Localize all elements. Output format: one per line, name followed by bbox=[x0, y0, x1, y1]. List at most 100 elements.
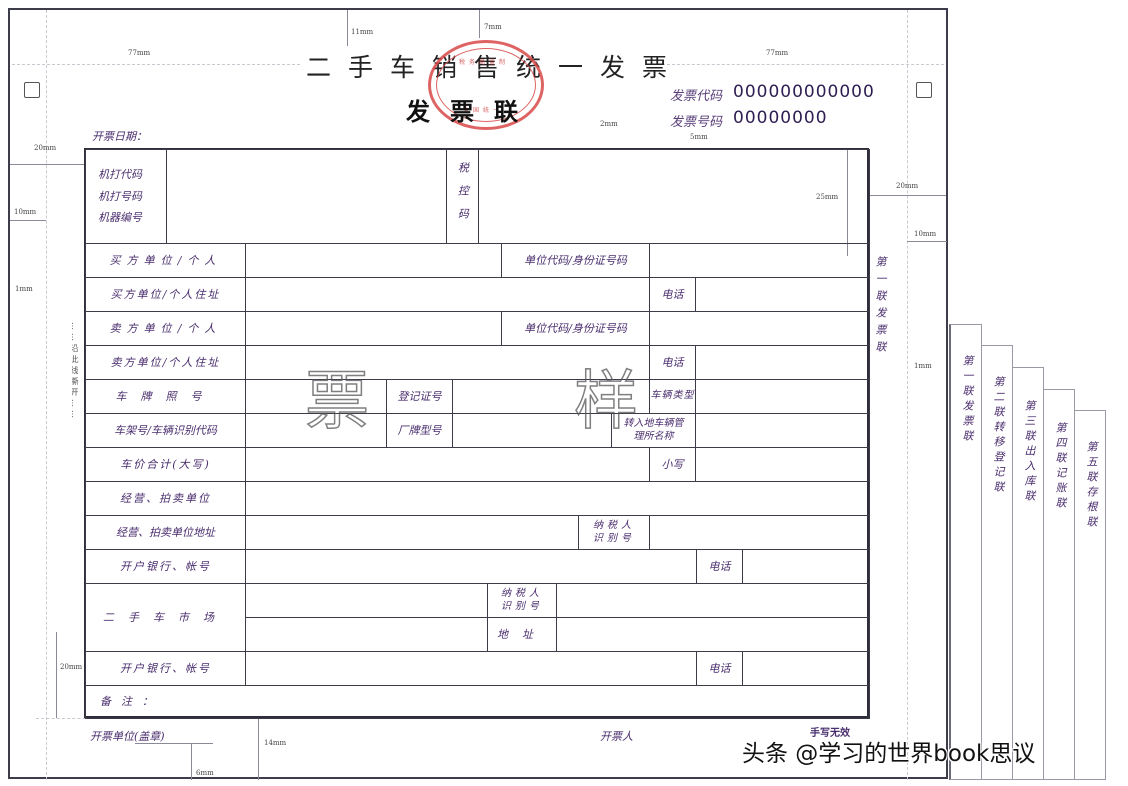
buyer-id-label: 单位代码/身份证号码 bbox=[501, 243, 650, 278]
seller-id-label: 单位代码/身份证号码 bbox=[501, 311, 650, 346]
market-address-input[interactable] bbox=[556, 617, 870, 652]
tax-control-code-input[interactable] bbox=[478, 149, 870, 244]
auction-address-input[interactable] bbox=[245, 515, 579, 550]
phone-1-input[interactable] bbox=[742, 549, 870, 584]
seller-address-label: 卖方单位/个人住址 bbox=[85, 345, 246, 380]
dim-footer-sign: 6mm bbox=[196, 769, 214, 777]
invoice-subtitle: 发票联 bbox=[406, 97, 538, 126]
buyer-id-input[interactable] bbox=[649, 243, 870, 278]
price-lower-label: 小写 bbox=[649, 447, 696, 482]
dim-tax-height-line bbox=[847, 150, 848, 256]
registration-checkbox-right[interactable] bbox=[916, 82, 932, 98]
bank-account-2-input[interactable] bbox=[245, 651, 697, 686]
seller-input[interactable] bbox=[245, 311, 502, 346]
dim-left-inner: 10mm bbox=[14, 208, 37, 216]
seller-id-input[interactable] bbox=[649, 311, 870, 346]
buyer-input[interactable] bbox=[245, 243, 502, 278]
credit-watermark: 头条 @学习的世界book思议 bbox=[742, 741, 1036, 767]
perforation-line: ……沿此线撕开…… bbox=[72, 322, 79, 421]
buyer-address-input[interactable] bbox=[245, 277, 650, 312]
market-label: 二手车市场 bbox=[85, 583, 246, 652]
copy-label-5: 第五联存根联 bbox=[1085, 441, 1098, 531]
machine-values-input[interactable] bbox=[166, 149, 447, 244]
copy-sheet-2: 第二联转移登记联 bbox=[980, 345, 1013, 780]
copy-sheet-5: 第五联存根联 bbox=[1073, 410, 1106, 780]
auction-taxpayer-label: 纳税人识别号 bbox=[578, 515, 650, 550]
buyer-address-label: 买方单位/个人住址 bbox=[85, 277, 246, 312]
vehicle-type-input[interactable] bbox=[695, 379, 870, 414]
dim-right-inner: 10mm bbox=[914, 230, 937, 238]
guide-left-vertical bbox=[46, 10, 47, 780]
dim-right-margin-line bbox=[870, 195, 946, 196]
dim-bottom-bank: 20mm bbox=[60, 663, 83, 671]
dim-right-perf: 1mm bbox=[914, 362, 932, 370]
market-extra-input[interactable] bbox=[245, 617, 488, 652]
bank-account-1-input[interactable] bbox=[245, 549, 697, 584]
auction-taxpayer-input[interactable] bbox=[649, 515, 870, 550]
registration-checkbox-left[interactable] bbox=[24, 82, 40, 98]
invoice-number-value: 00000000 bbox=[733, 108, 828, 128]
invoice-sheet bbox=[8, 8, 948, 779]
buyer-phone-label: 电话 bbox=[649, 277, 696, 312]
bank-account-1-label: 开户银行、帐号 bbox=[85, 549, 246, 584]
guide-right-vertical bbox=[907, 10, 908, 780]
issue-date-label: 开票日期： bbox=[92, 130, 147, 143]
buyer-label: 买方单位/个人 bbox=[85, 243, 246, 278]
price-lower-input[interactable] bbox=[695, 447, 870, 482]
copy-label-3: 第三联出入库联 bbox=[1023, 400, 1036, 505]
buyer-phone-input[interactable] bbox=[695, 277, 870, 312]
copy-label-1: 第一联发票联 bbox=[961, 355, 974, 445]
dim-tax-height: 25mm bbox=[816, 193, 839, 201]
dim-seal-gap-line bbox=[479, 10, 480, 38]
side-copy-label: 第一联发票联 bbox=[874, 256, 887, 358]
price-upper-input[interactable] bbox=[245, 447, 650, 482]
bank-account-2-label: 开户银行、帐号 bbox=[85, 651, 246, 686]
watermark-sample-right: 样 bbox=[573, 364, 639, 440]
seller-phone-label: 电话 bbox=[649, 345, 696, 380]
dim-right-inner-line bbox=[907, 241, 947, 242]
transfer-office-input[interactable] bbox=[695, 413, 870, 448]
dim-top-left: 77mm bbox=[128, 49, 151, 57]
price-upper-label: 车价合计(大写) bbox=[85, 447, 246, 482]
remarks-input[interactable]: 备注： bbox=[85, 685, 870, 719]
dim-left-margin-line bbox=[10, 164, 84, 165]
phone-2-label: 电话 bbox=[696, 651, 743, 686]
market-address-label: 地址 bbox=[487, 617, 557, 652]
guide-bottom bbox=[36, 718, 96, 719]
dim-code-gap: 2mm bbox=[600, 120, 618, 128]
dim-left-perf: 1mm bbox=[15, 285, 33, 293]
dim-bottom-bank-line bbox=[56, 632, 57, 718]
dim-right-margin: 20mm bbox=[896, 182, 919, 190]
remarks-label: 备注： bbox=[100, 695, 163, 709]
dim-code-bottom: 5mm bbox=[690, 133, 708, 141]
machine-labels-cell: 机打代码 机打号码 机器编号 bbox=[85, 149, 167, 244]
seal-text-top: 税务局监制 bbox=[459, 59, 510, 66]
copy-sheet-3: 第三联出入库联 bbox=[1011, 367, 1044, 780]
seller-label: 卖方单位/个人 bbox=[85, 311, 246, 346]
invoice-code-value: 000000000000 bbox=[733, 82, 875, 102]
invoice-form-grid: 机打代码 机打号码 机器编号 税控码 买方单位/个人 单位代码/身份证号码 买方… bbox=[84, 148, 870, 719]
issuer-unit-label: 开票单位(盖章) bbox=[90, 730, 165, 743]
brand-model-label: 厂牌型号 bbox=[386, 413, 453, 448]
copy-sheet-4: 第四联记账联 bbox=[1042, 389, 1075, 780]
dim-footer-gap-line bbox=[258, 718, 259, 780]
dim-left-inner-line bbox=[10, 220, 46, 221]
invoice-code-label: 发票代码 bbox=[670, 89, 723, 104]
copy-label-2: 第二联转移登记联 bbox=[992, 376, 1005, 496]
issuer-label: 开票人 bbox=[600, 730, 633, 743]
seller-phone-input[interactable] bbox=[695, 345, 870, 380]
dim-title-gap: 11mm bbox=[351, 28, 374, 36]
tax-control-label-cell: 税控码 bbox=[446, 149, 479, 244]
auction-unit-label: 经营、拍卖单位 bbox=[85, 481, 246, 516]
tax-seal-stamp: 税务局监制 全国统一 bbox=[428, 40, 544, 130]
phone-2-input[interactable] bbox=[742, 651, 870, 686]
auction-unit-input[interactable] bbox=[245, 481, 870, 516]
invoice-number-label: 发票号码 bbox=[670, 115, 723, 130]
market-taxpayer-input[interactable] bbox=[556, 583, 870, 618]
market-name-input[interactable] bbox=[245, 583, 488, 618]
vin-label: 车架号/车辆识别代码 bbox=[85, 413, 246, 448]
tax-control-label: 税控码 bbox=[456, 162, 470, 231]
issuer-unit-underline bbox=[135, 743, 213, 744]
guide-top-left bbox=[12, 64, 300, 65]
watermark-sample-left: 票 bbox=[304, 364, 370, 440]
